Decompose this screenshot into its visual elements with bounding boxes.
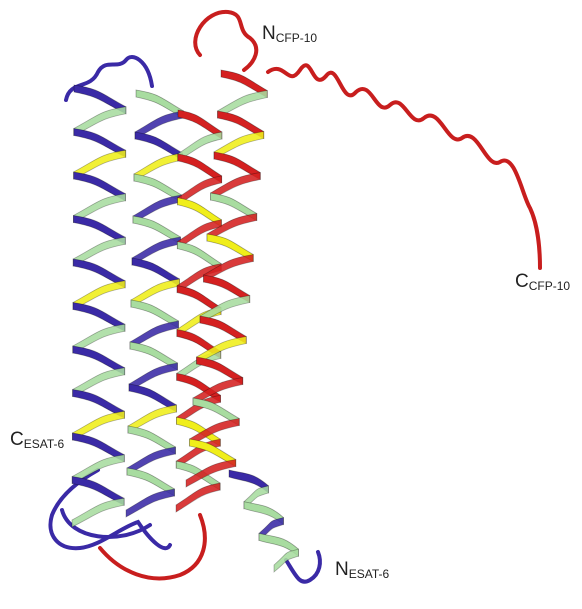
esat6-helix-bottom [229, 470, 299, 572]
esat6-helix-middle [126, 90, 184, 517]
esat6-helix-left [72, 85, 126, 527]
coil-loops [50, 12, 540, 582]
cfp10-c-tail [268, 65, 540, 268]
helix-segment [274, 549, 299, 572]
n-terminus-esat6-label: NESAT-6 [335, 560, 389, 580]
cfp10-n-loop [195, 12, 256, 70]
c-terminus-esat6-label: CESAT-6 [10, 430, 64, 450]
c-terminus-cfp10-label: CCFP-10 [515, 272, 570, 292]
cfp10-bottom-loop [100, 515, 205, 578]
helix-segment [176, 483, 220, 512]
n-terminus-cfp10-label: NCFP-10 [262, 24, 317, 44]
helix-segment [72, 498, 124, 527]
helix-ribbons [72, 70, 299, 572]
helix-segment [126, 489, 175, 517]
